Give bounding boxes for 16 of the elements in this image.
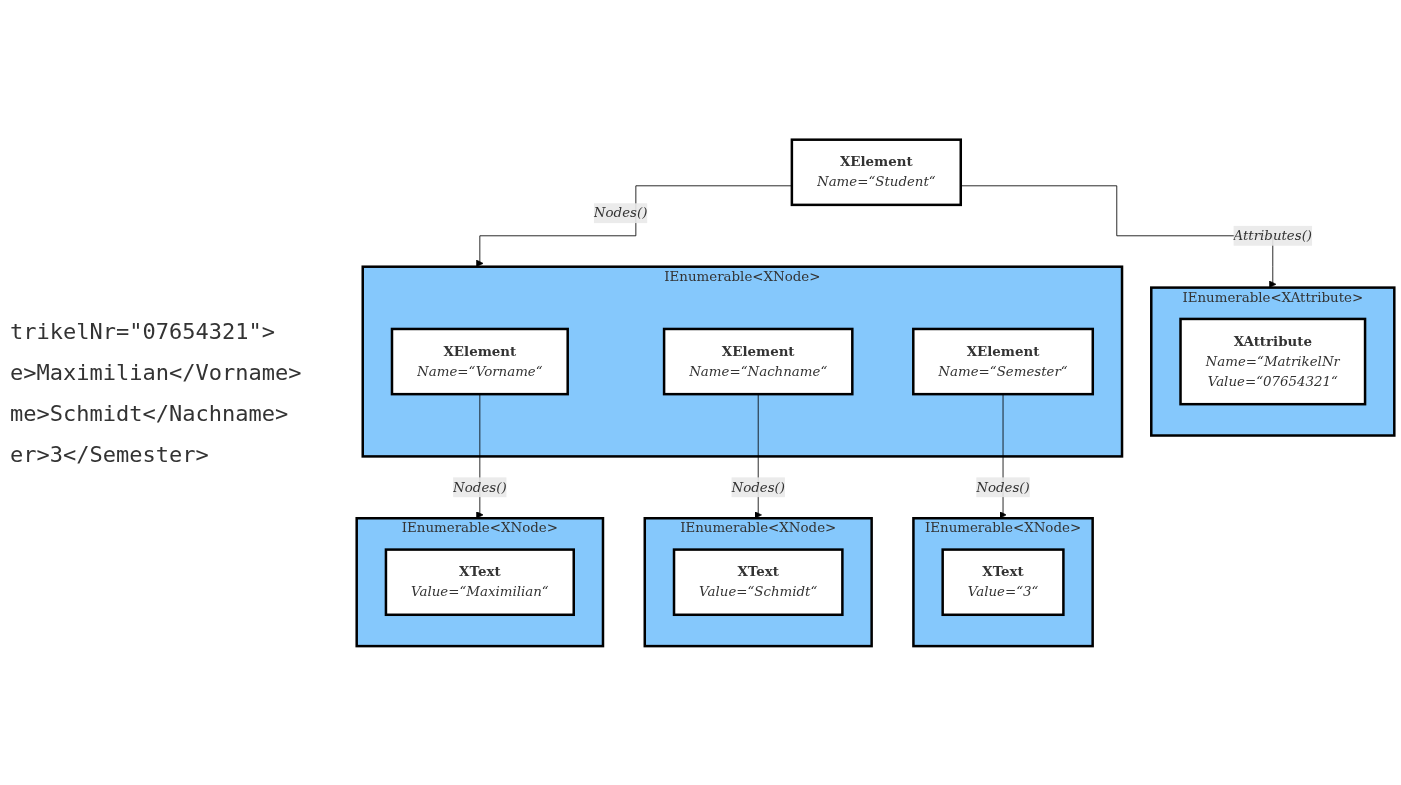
node-box: XText Value=“Maximilian“: [384, 547, 575, 616]
node-box: XAttribute Name=“MatrikelNr Value=“07654321“: [1179, 317, 1367, 406]
edge-label: Nodes(): [976, 478, 1030, 495]
node-box: XElement Name=“Student“: [790, 138, 962, 206]
edge-label: Nodes(): [453, 478, 507, 495]
edge-label: Nodes(): [593, 204, 648, 221]
edge-label: Nodes(): [731, 478, 785, 495]
node-box: XText Value=“3“: [941, 547, 1065, 616]
code-line: er>3</Semester>: [10, 441, 210, 467]
node-box: XElement Name=“Vorname“: [390, 327, 569, 395]
node-box: XElement Name=“Nachname“: [662, 327, 854, 395]
node-box: XElement Name=“Semester“: [912, 327, 1095, 395]
code-line: trikelNr="07654321">: [10, 318, 276, 344]
code-line: me>Schmidt</Nachname>: [10, 400, 290, 426]
node-box: XText Value=“Schmidt“: [672, 547, 844, 616]
code-line: e>Maximilian</Vorname>: [10, 359, 303, 385]
